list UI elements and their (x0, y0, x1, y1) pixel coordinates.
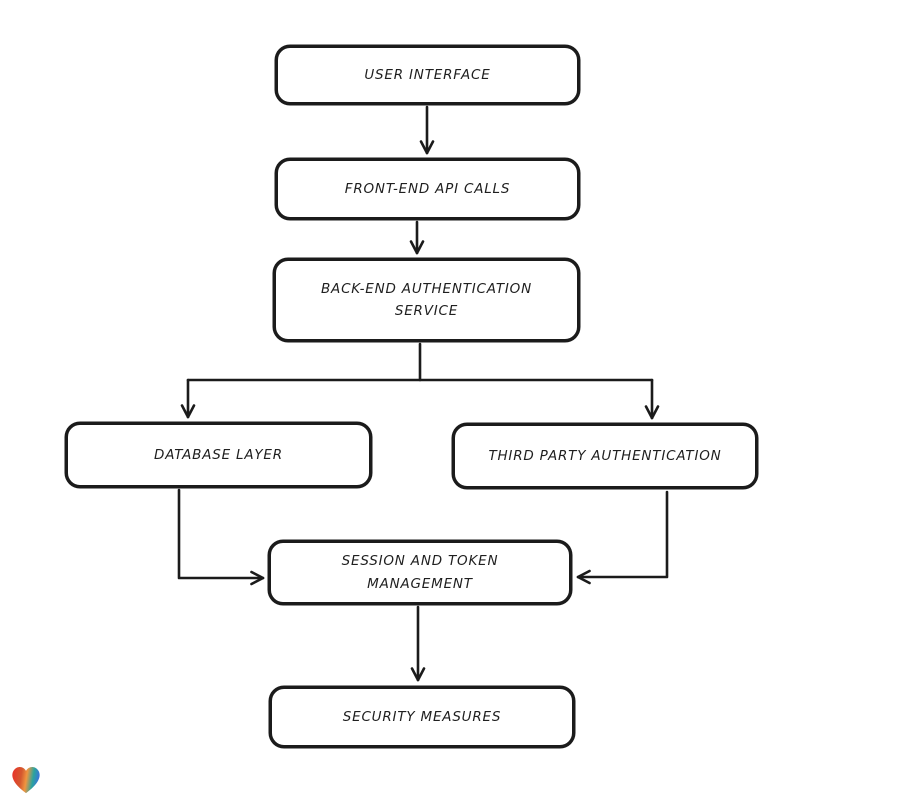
node-third-party-authentication[interactable]: THIRD PARTY AUTHENTICATION (452, 423, 758, 489)
arrowhead-thirdparty-to-session (576, 569, 591, 585)
node-user-interface[interactable]: USER INTERFACE (275, 45, 580, 105)
node-label: SESSION AND TOKEN MANAGEMENT (341, 553, 499, 592)
node-label: USER INTERFACE (364, 66, 491, 83)
arrowhead-session-to-security (410, 667, 426, 682)
arrowhead-branch-to-thirdparty (644, 405, 660, 420)
node-label: SECURITY MEASURES (342, 708, 502, 725)
edge-database-to-session (177, 488, 265, 580)
heart-logo-icon (12, 766, 40, 794)
node-security-measures[interactable]: SECURITY MEASURES (269, 686, 575, 748)
arrowhead-database-to-session (250, 570, 265, 586)
node-front-end-api-calls[interactable]: FRONT-END API CALLS (275, 158, 580, 220)
node-label: DATABASE LAYER (154, 446, 283, 463)
edge-thirdparty-to-session (576, 490, 669, 579)
arrowhead-branch-to-database (180, 404, 196, 419)
arrowhead-ui-to-frontend (419, 140, 435, 155)
node-label: THIRD PARTY AUTHENTICATION (488, 447, 722, 464)
node-label: BACK-END AUTHENTICATION SERVICE (320, 280, 532, 319)
node-session-and-token-management[interactable]: SESSION AND TOKEN MANAGEMENT (268, 540, 572, 605)
node-database-layer[interactable]: DATABASE LAYER (65, 422, 372, 488)
node-label: FRONT-END API CALLS (344, 180, 511, 197)
arrowhead-frontend-to-backend (409, 240, 425, 255)
node-back-end-authentication-service[interactable]: BACK-END AUTHENTICATION SERVICE (273, 258, 580, 342)
